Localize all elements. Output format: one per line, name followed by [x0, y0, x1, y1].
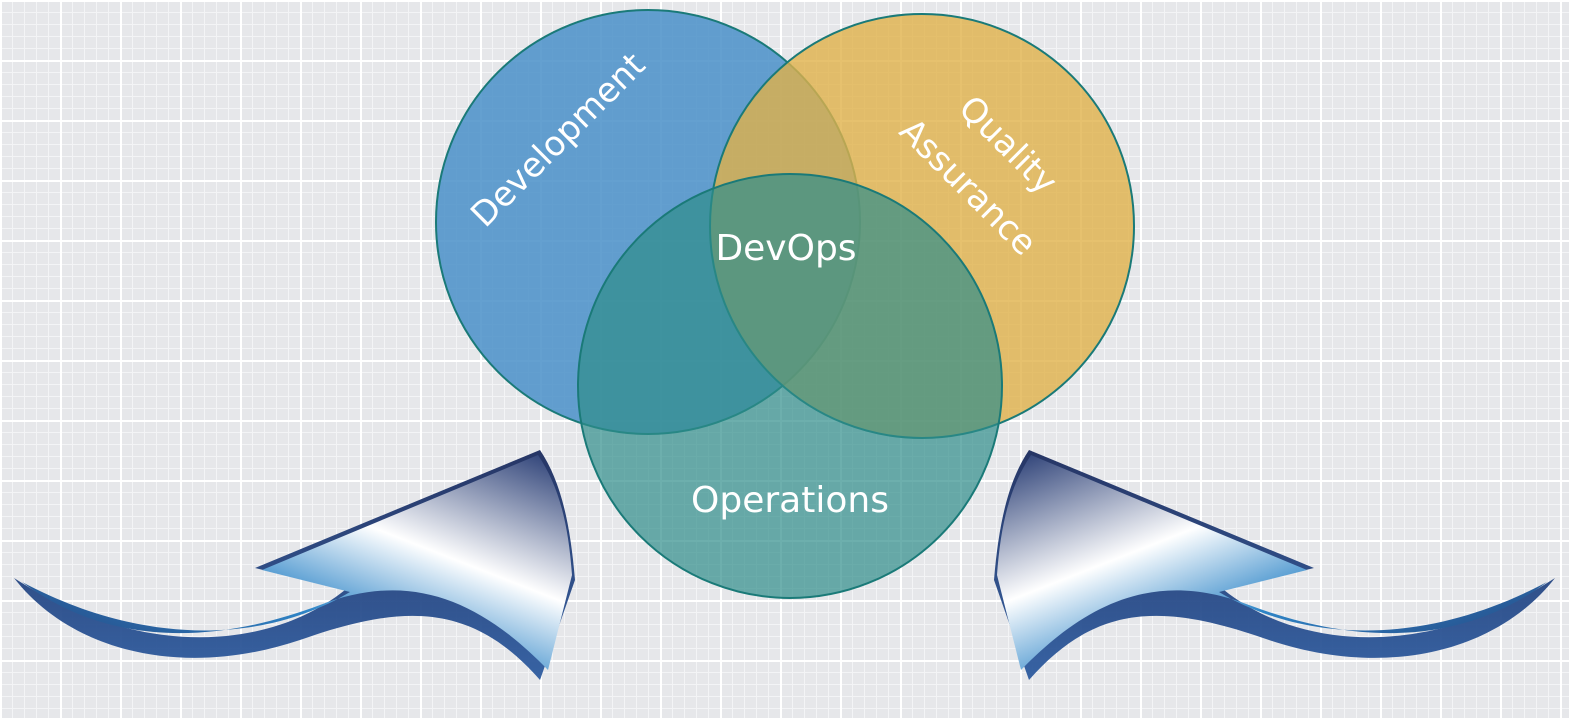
devops-center-label: DevOps — [715, 228, 856, 269]
operations-circle — [577, 173, 1003, 599]
operations-label: Operations — [691, 480, 889, 521]
curved-arrow-up-left-icon — [994, 450, 1555, 680]
curved-arrow-up-right-icon — [14, 450, 575, 680]
